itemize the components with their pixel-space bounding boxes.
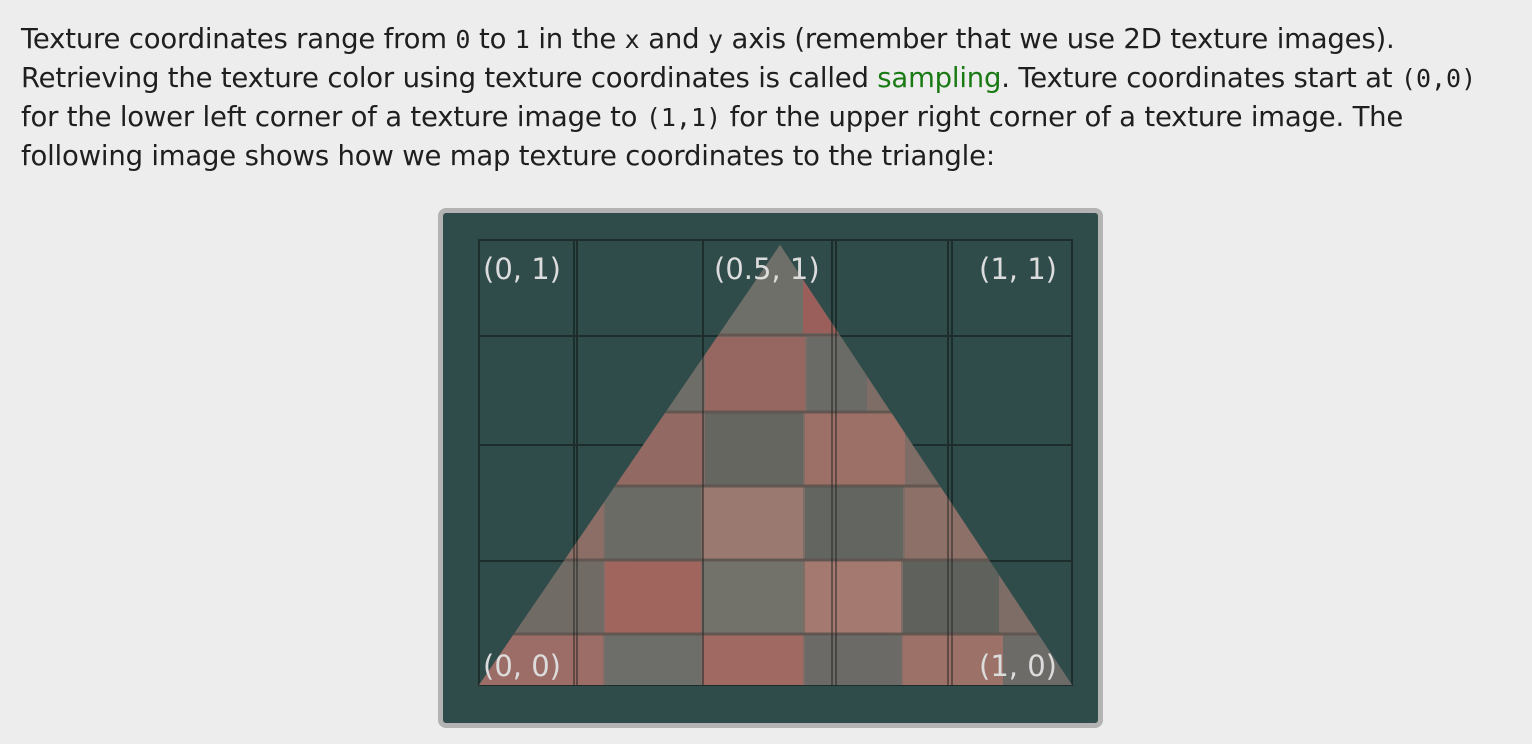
texture-mapping-figure: (0, 1) (0.5, 1) (1, 1) (0, 0) (1, 0) — [438, 208, 1103, 728]
paragraph-line-4: following image shows how we map texture… — [21, 137, 1521, 176]
text-segment: Texture coordinates range from — [21, 23, 456, 55]
text-segment: and — [639, 23, 708, 55]
paragraph-line-2: Retrieving the texture color using textu… — [21, 59, 1521, 98]
text-segment: Retrieving the texture color using textu… — [21, 62, 878, 94]
text-segment: axis (remember that we use 2D texture im… — [723, 23, 1395, 55]
paragraph-line-1: Texture coordinates range from 0 to 1 in… — [21, 20, 1521, 59]
inline-code: 0 — [455, 25, 471, 54]
text-segment: to — [470, 23, 515, 55]
text-segment: following image shows how we map texture… — [21, 140, 995, 172]
label-top-center: (0.5, 1) — [714, 252, 820, 286]
texture-triangle-illustration: (0, 1) (0.5, 1) (1, 1) (0, 0) (1, 0) — [478, 239, 1073, 686]
inline-code: y — [707, 25, 724, 54]
text-segment: for the upper right corner of a texture … — [721, 101, 1404, 133]
label-top-right: (1, 1) — [979, 252, 1057, 286]
inline-code: x — [624, 25, 640, 54]
inline-code: (0,0) — [1400, 64, 1477, 93]
paragraph-line-3: for the lower left corner of a texture i… — [21, 98, 1521, 137]
sampling-link[interactable]: sampling — [877, 62, 1002, 94]
intro-paragraph: Texture coordinates range from 0 to 1 in… — [21, 20, 1521, 176]
label-bottom-right: (1, 0) — [979, 649, 1057, 683]
label-bottom-left: (0, 0) — [483, 649, 561, 683]
text-segment: . Texture coordinates start at — [1001, 62, 1401, 94]
label-top-left: (0, 1) — [483, 252, 561, 286]
text-segment: for the lower left corner of a texture i… — [21, 101, 646, 133]
inline-code: 1 — [514, 25, 530, 54]
inline-code: (1,1) — [645, 103, 722, 132]
text-segment: in the — [529, 23, 625, 55]
brick-texture — [479, 245, 1072, 685]
